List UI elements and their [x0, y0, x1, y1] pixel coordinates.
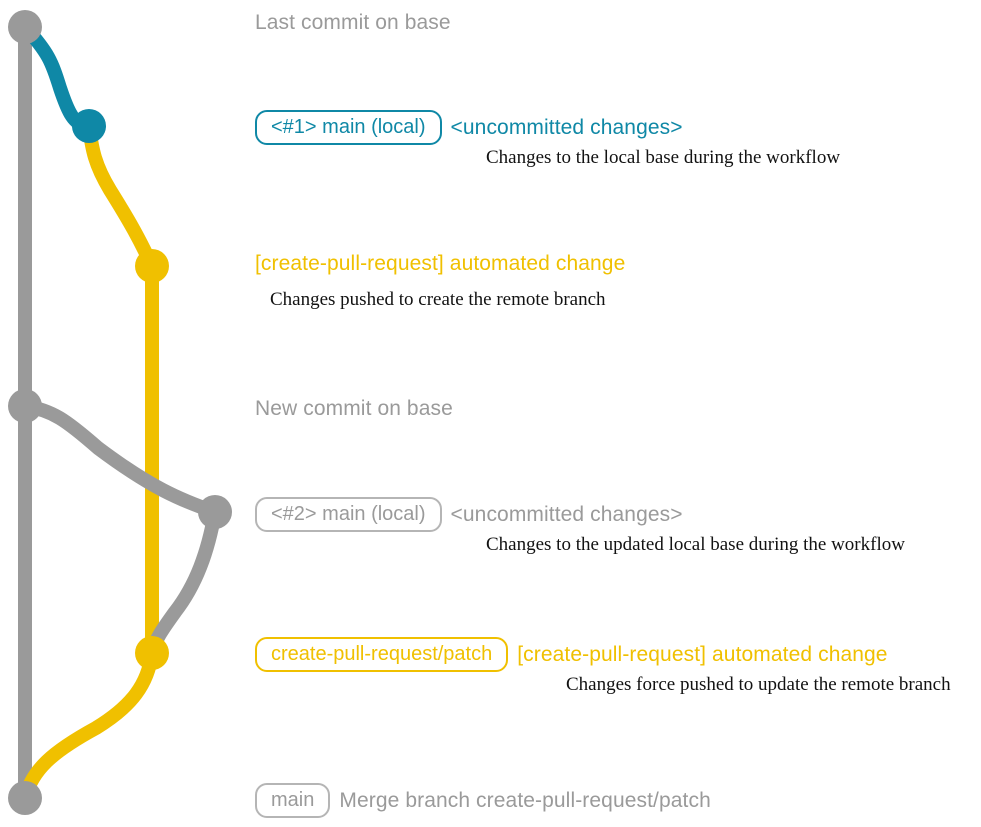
commit-description-local-1: Changes to the local base during the wor… — [486, 147, 841, 168]
commit-subject: [create-pull-request] automated change — [255, 252, 626, 275]
commit-node-local-1 — [72, 109, 106, 143]
edge-patch-2-to-merge — [18, 646, 159, 805]
ref-tag-main[interactable]: main — [255, 783, 331, 818]
commit-node-base-last — [8, 10, 42, 44]
commit-subject: <uncommitted changes> — [450, 502, 683, 526]
ref-tag-main-local-2[interactable]: <#2> main (local) — [255, 497, 442, 532]
commit-subject: <uncommitted changes> — [450, 115, 683, 139]
ref-tag-main-local-1[interactable]: <#1> main (local) — [255, 110, 442, 145]
commit-node-merge — [8, 781, 42, 815]
commit-description-automated-change-1: Changes pushed to create the remote bran… — [270, 289, 606, 310]
commit-subject: [create-pull-request] automated change — [517, 642, 888, 666]
commit-node-patch-2 — [135, 636, 169, 670]
edge-local-1-to-patch-1 — [82, 119, 159, 273]
commit-node-base-new — [8, 389, 42, 423]
commit-row-automated-change-1: [create-pull-request] automated change — [255, 252, 625, 276]
commit-description-local-2: Changes to the updated local base during… — [486, 534, 905, 555]
edge-local-2-to-patch-2 — [145, 505, 222, 660]
commit-subject: New commit on base — [255, 397, 453, 420]
ref-tag-create-pull-request-patch[interactable]: create-pull-request/patch — [255, 637, 509, 672]
commit-node-local-2 — [198, 495, 232, 529]
commit-subject: Last commit on base — [255, 11, 451, 34]
edge-base-to-local-1 — [18, 20, 96, 133]
commit-row-merge: main Merge branch create-pull-request/pa… — [255, 783, 711, 818]
commit-row-last-commit-on-base: Last commit on base — [255, 11, 451, 35]
commit-row-local-2: <#2> main (local) <uncommitted changes> — [255, 497, 683, 532]
commit-row-automated-change-2: create-pull-request/patch [create-pull-r… — [255, 637, 888, 672]
commit-node-patch-1 — [135, 249, 169, 283]
commit-row-new-commit-on-base: New commit on base — [255, 397, 453, 421]
commit-row-local-1: <#1> main (local) <uncommitted changes> — [255, 110, 683, 145]
edge-base-to-local-2 — [18, 399, 222, 519]
commit-subject: Merge branch create-pull-request/patch — [339, 788, 711, 812]
commit-nodes — [8, 10, 232, 815]
commit-description-automated-change-2: Changes force pushed to update the remot… — [566, 674, 951, 695]
